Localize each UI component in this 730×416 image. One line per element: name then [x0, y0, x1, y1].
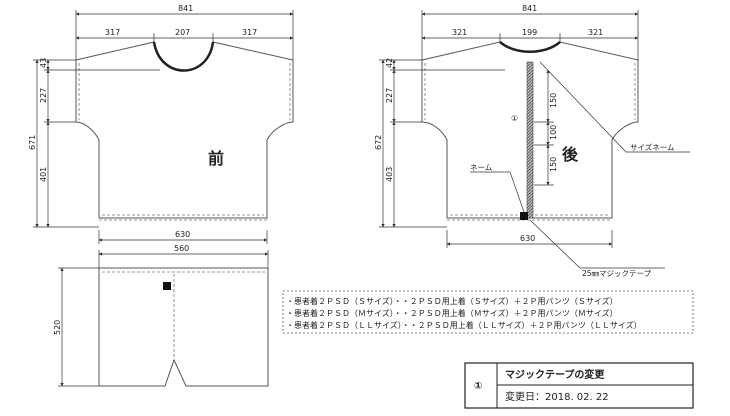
legend-line-ll: ・患者着２ＰＳＤ（ＬＬサイズ）・・２ＰＳＤ用上着（ＬＬサイズ）＋２Ｐ用パンツ（Ｌ… [286, 320, 642, 330]
name-tag [520, 212, 528, 220]
front-neck-width: 207 [175, 28, 190, 37]
revision-marker-on-back: ① [511, 114, 518, 123]
front-total-length: 671 [28, 135, 37, 150]
pants-width: 560 [174, 244, 189, 253]
front-shirt: 前 [75, 41, 294, 221]
front-shirt-outline [75, 41, 294, 219]
front-label: 前 [208, 149, 224, 168]
front-neck-drop: 43 [39, 58, 48, 68]
pants-outline [98, 267, 269, 387]
pants [98, 267, 269, 387]
back-neck-width: 199 [522, 28, 537, 37]
name-label-callout: ネーム [470, 163, 492, 172]
legend-line-s: ・患者着２ＰＳＤ（Ｓサイズ）・・２ＰＳＤ用上着（Ｓサイズ）＋２Ｐ用パンツ（Ｓサイ… [286, 296, 618, 306]
size-legend: ・患者着２ＰＳＤ（Ｓサイズ）・・２ＰＳＤ用上着（Ｓサイズ）＋２Ｐ用パンツ（Ｓサイ… [282, 290, 694, 334]
revision-title: マジックテープの変更 [505, 368, 605, 381]
revision-marker: ① [474, 381, 482, 392]
back-left-shoulder: 321 [452, 28, 467, 37]
back-neckline [499, 41, 561, 53]
tape-upper-length: 150 [549, 93, 558, 108]
size-legend-frame [282, 290, 694, 334]
magic-tape-callout: 25㎜マジックテープ [582, 269, 652, 278]
back-total-length: 672 [374, 135, 383, 150]
back-label: 後 [562, 145, 579, 164]
front-total-width: 841 [178, 4, 193, 13]
pants-dimensions [58, 250, 269, 387]
revision-date: 変更日：2018. 02. 22 [505, 390, 609, 403]
back-right-shoulder: 321 [588, 28, 603, 37]
back-neck-drop: 42 [385, 58, 394, 68]
tape-lower-length: 150 [549, 157, 558, 172]
legend-line-m: ・患者着２ＰＳＤ（Ｍサイズ）・・２ＰＳＤ用上着（Ｍサイズ）＋２Ｐ用パンツ（Ｍサイ… [286, 308, 618, 318]
magic-tape-strip [526, 61, 534, 219]
revision-stamp: ① マジックテープの変更 変更日：2018. 02. 22 [464, 362, 694, 409]
back-total-width: 841 [522, 4, 537, 13]
size-label-callout: サイズネーム [630, 142, 675, 152]
front-right-shoulder: 317 [242, 28, 257, 37]
back-armhole: 227 [385, 88, 394, 103]
front-left-shoulder: 317 [105, 28, 120, 37]
pants-stitch [102, 271, 265, 358]
back-shirt: 後 ① [421, 41, 639, 221]
back-shirt-stitch [424, 63, 636, 216]
pants-length: 520 [53, 320, 62, 335]
front-body-lower: 401 [39, 167, 48, 182]
back-dimensions [379, 10, 690, 269]
front-armhole: 227 [39, 88, 48, 103]
pants-tag [163, 282, 171, 290]
front-neckline [152, 41, 215, 72]
front-dimensions [33, 10, 294, 244]
front-hem-width: 630 [175, 230, 190, 239]
back-hem-width: 630 [520, 234, 535, 243]
tape-middle-length: 100 [549, 125, 558, 140]
front-shirt-stitch [78, 63, 291, 216]
back-body-lower: 403 [385, 167, 394, 182]
